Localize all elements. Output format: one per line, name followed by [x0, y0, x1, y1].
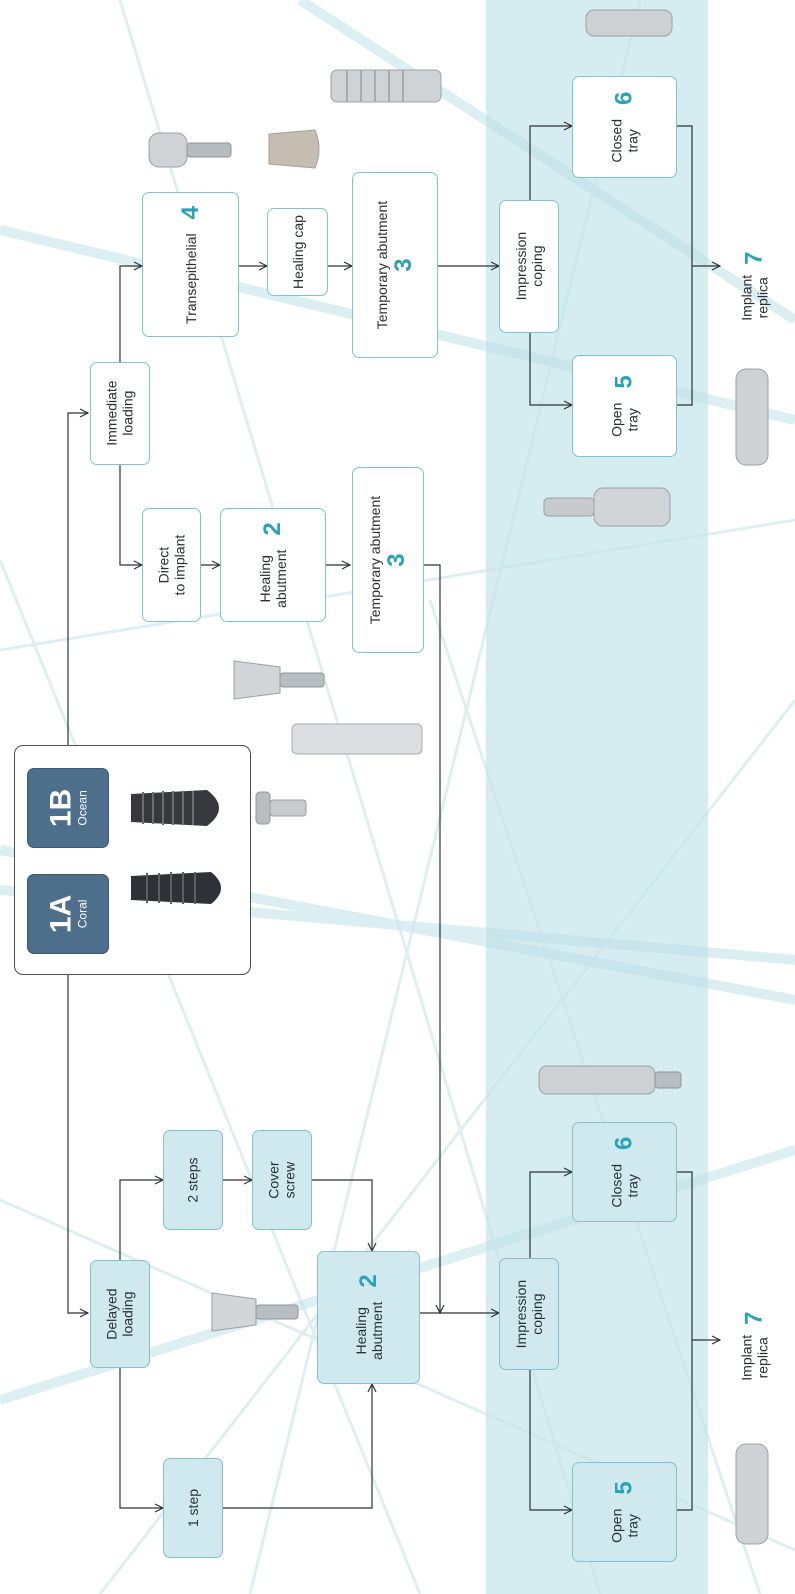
delayed-healing-abutment-node: Healing abutment 2	[317, 1251, 420, 1384]
immediate-healing-abutment-node: Healing abutment 2	[220, 508, 326, 622]
delayed-implant-replica-label: Implant replica 7	[722, 1286, 788, 1406]
immediate-open-tray-node: Open tray 5	[572, 355, 677, 457]
implant-replica-image-delayed	[735, 1443, 769, 1545]
two-steps-node: 2 steps	[163, 1130, 223, 1230]
node-label: Implant replica	[738, 274, 771, 321]
implant-coral-image	[131, 872, 221, 904]
node-label: Open tray	[608, 402, 641, 437]
node-label: Impression coping	[512, 232, 545, 301]
transepithelial-node: Transepithelial 4	[142, 192, 239, 337]
node-label: Healing abutment	[256, 549, 289, 608]
step-number: 5	[610, 1481, 638, 1495]
node-label: Healing abutment	[352, 1301, 385, 1361]
cover-screw-image	[255, 791, 307, 825]
delayed-loading-node: Delayed loading	[90, 1260, 150, 1368]
delayed-open-tray-node: Open tray 5	[572, 1462, 677, 1562]
open-tray-coping-image	[543, 487, 671, 527]
node-label: Temporary abutment	[373, 200, 390, 330]
implant-name: Ocean	[75, 790, 90, 826]
node-label: 1 step	[184, 1488, 201, 1528]
node-label: Delayed loading	[103, 1288, 136, 1340]
node-label: Impression coping	[512, 1279, 545, 1349]
node-label: Cover screw	[265, 1161, 298, 1199]
closed-tray-coping-image-2	[538, 1065, 682, 1095]
step-number: 7	[741, 1311, 768, 1325]
node-label: Direct to implant	[155, 534, 188, 596]
immediate-impression-coping-node: Impression coping	[499, 200, 559, 333]
temporary-abutment-image-2	[291, 723, 423, 755]
implant-code: 1A	[44, 894, 78, 934]
node-label: Open tray	[608, 1508, 641, 1543]
node-label: Temporary abutment	[366, 495, 383, 625]
immediate-closed-tray-node: Closed tray 6	[572, 76, 677, 178]
node-label: Closed tray	[608, 1163, 641, 1208]
delayed-impression-coping-node: Impression coping	[499, 1258, 559, 1370]
immediate-loading-node: Immediate loading	[90, 362, 150, 465]
node-label: Healing cap	[289, 215, 306, 289]
closed-tray-coping-image	[585, 9, 673, 37]
step-number: 5	[610, 375, 638, 389]
step-number: 3	[383, 553, 411, 567]
one-step-node: 1 step	[163, 1458, 223, 1558]
implant-name: Coral	[75, 899, 90, 929]
step-number: 2	[354, 1274, 382, 1288]
healing-cap-image	[268, 129, 320, 169]
node-label: Immediate loading	[103, 380, 137, 447]
node-label: Implant replica	[738, 1334, 771, 1381]
step-number: 2	[258, 522, 286, 536]
step-number: 7	[741, 251, 768, 265]
healing-cap-node: Healing cap	[267, 208, 328, 296]
cover-screw-node: Cover screw	[252, 1130, 312, 1230]
step-number: 4	[176, 205, 204, 219]
step-number: 3	[390, 258, 418, 272]
direct-to-implant-node: Direct to implant	[142, 508, 201, 622]
transepithelial-image	[148, 132, 232, 168]
delayed-closed-tray-node: Closed tray 6	[572, 1122, 677, 1222]
implant-ocean-image	[131, 790, 219, 826]
node-label: Transepithelial	[182, 232, 199, 324]
implant-replica-image-immediate	[735, 368, 769, 466]
step-number: 6	[610, 91, 638, 105]
node-label: 2 steps	[184, 1157, 201, 1203]
healing-abutment-image	[233, 660, 325, 700]
temporary-abutment-image	[330, 69, 442, 103]
healing-abutment-image-2	[211, 1292, 299, 1332]
implant-code: 1B	[44, 788, 78, 828]
node-label: Closed tray	[608, 118, 641, 163]
step-number: 6	[610, 1136, 638, 1150]
immediate-implant-replica-label: Implant replica 7	[722, 226, 788, 346]
